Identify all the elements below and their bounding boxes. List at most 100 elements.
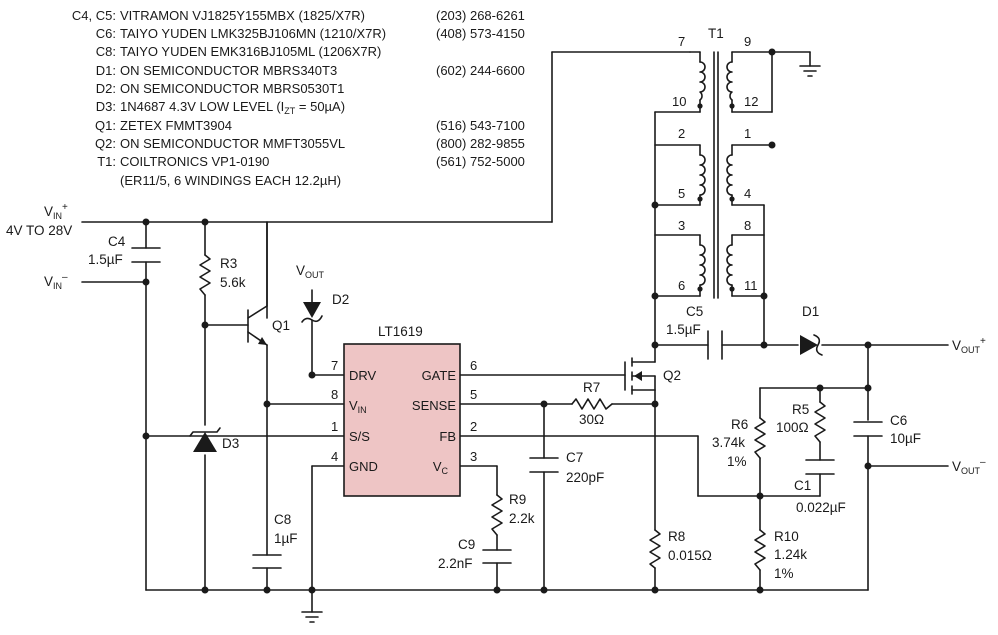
capacitor-c9: C9 2.2nF — [438, 537, 512, 571]
diode-d2: VOUT D2 — [296, 263, 349, 323]
capacitor-c4: C4 1.5µF — [88, 234, 161, 267]
svg-text:1: 1 — [331, 419, 338, 434]
capacitor-c8: C8 1µF — [252, 512, 298, 569]
svg-text:C4: C4 — [108, 234, 126, 249]
transformer-t1: T1 7 9 10 12 2 1 5 4 3 8 6 11 — [672, 26, 758, 299]
svg-text:12: 12 — [744, 94, 758, 109]
bom-ref-6: Q1: — [95, 118, 116, 133]
bom-ref-5: D3: — [96, 99, 116, 114]
svg-text:7: 7 — [678, 34, 685, 49]
svg-text:10: 10 — [672, 94, 686, 109]
bom-part-4: ON SEMICONDUCTOR MBRS0530T1 — [120, 81, 344, 96]
vout-pos-label: VOUT+ — [952, 336, 986, 355]
bom-part-5: 1N4687 4.3V LOW LEVEL (IZT = 50µA) — [120, 99, 345, 116]
svg-text:2.2nF: 2.2nF — [438, 556, 473, 571]
svg-text:1: 1 — [744, 126, 751, 141]
bom-part-9: (ER11/5, 6 WINDINGS EACH 12.2µH) — [120, 173, 341, 188]
resistor-r6: R6 3.74k 1% — [712, 417, 766, 469]
capacitor-c6: C6 10µF — [853, 413, 921, 446]
svg-text:R5: R5 — [792, 402, 809, 417]
svg-text:8: 8 — [331, 387, 338, 402]
resistor-r10: R10 1.24k 1% — [754, 529, 807, 581]
svg-text:4: 4 — [331, 449, 338, 464]
svg-text:D2: D2 — [332, 292, 349, 307]
svg-text:1.5µF: 1.5µF — [666, 322, 701, 337]
svg-text:30Ω: 30Ω — [579, 412, 604, 427]
svg-text:5: 5 — [470, 387, 477, 402]
vout-neg-label: VOUT– — [952, 457, 986, 476]
svg-text:C6: C6 — [890, 413, 907, 428]
svg-text:4: 4 — [744, 186, 751, 201]
svg-text:9: 9 — [744, 34, 751, 49]
capacitor-c7: C7 220pF — [529, 450, 604, 485]
vout-d2-label: VOUT — [296, 263, 325, 280]
bom-part-3: ON SEMICONDUCTOR MBRS340T3 — [120, 63, 337, 78]
svg-text:1%: 1% — [727, 454, 747, 469]
ic-pin-gate: GATE — [422, 368, 457, 383]
svg-text:R9: R9 — [509, 492, 526, 507]
svg-text:2.2k: 2.2k — [509, 511, 535, 526]
mosfet-q2: Q2 — [624, 357, 681, 395]
capacitor-c1: C1 0.022µF — [794, 459, 846, 515]
bom-part-2: TAIYO YUDEN EMK316BJ105ML (1206X7R) — [120, 44, 381, 59]
ic-pin-sense: SENSE — [412, 398, 456, 413]
svg-text:6: 6 — [470, 358, 477, 373]
svg-text:C1: C1 — [794, 478, 811, 493]
ic-pin-ss: S/S — [349, 429, 370, 444]
bom-phone-7: (800) 282-9855 — [436, 136, 525, 151]
vin-neg-label: VIN– — [44, 272, 68, 291]
bom-ref-2: C8: — [96, 44, 116, 59]
bom-ref-1: C6: — [96, 26, 116, 41]
junctions — [142, 48, 872, 594]
ground-symbol-bottom — [301, 611, 323, 623]
resistor-r8: R8 0.015Ω — [649, 529, 712, 569]
bom-phone-8: (561) 752-5000 — [436, 154, 525, 169]
input-labels: VIN+ 4V TO 28V VIN– — [6, 202, 72, 291]
bom-phone-0: (203) 268-6261 — [436, 8, 525, 23]
bom-d3-sub: ZT — [284, 106, 295, 116]
bom-ref-7: Q2: — [95, 136, 116, 151]
bom-part-6: ZETEX FMMT3904 — [120, 118, 232, 133]
bom-phone-1: (408) 573-4150 — [436, 26, 525, 41]
svg-text:R6: R6 — [731, 417, 748, 432]
svg-text:2: 2 — [470, 419, 477, 434]
svg-text:1%: 1% — [774, 566, 794, 581]
svg-text:C9: C9 — [458, 537, 475, 552]
svg-text:1.5µF: 1.5µF — [88, 252, 123, 267]
ic-lt1619: LT1619 DRV VIN S/S GND 7 8 1 4 GATE SENS… — [331, 324, 477, 497]
ic-pin-fb: FB — [439, 429, 456, 444]
svg-text:1.24k: 1.24k — [774, 547, 807, 562]
svg-text:R10: R10 — [774, 529, 799, 544]
svg-text:Q1: Q1 — [272, 318, 290, 333]
bom-d3-tail: = 50µA) — [295, 99, 345, 114]
svg-text:11: 11 — [744, 278, 758, 293]
bom-ref-8: T1: — [97, 154, 116, 169]
zener-d3: D3 — [189, 427, 239, 452]
capacitor-c5: C5 1.5µF — [666, 304, 723, 360]
resistor-r5: R5 100Ω — [776, 401, 826, 443]
transistor-q1: Q1 — [247, 221, 290, 346]
svg-text:8: 8 — [744, 218, 751, 233]
ic-name: LT1619 — [378, 324, 423, 339]
ic-pin-vc: VC — [433, 459, 449, 476]
bom-phone-3: (602) 244-6600 — [436, 63, 525, 78]
resistor-r7: R7 30Ω — [571, 380, 613, 427]
svg-text:7: 7 — [331, 358, 338, 373]
svg-text:5: 5 — [678, 186, 685, 201]
svg-text:3: 3 — [470, 449, 477, 464]
svg-text:2: 2 — [678, 126, 685, 141]
svg-text:Q2: Q2 — [663, 368, 681, 383]
bom-ref-0: C4, C5: — [72, 8, 116, 23]
diode-d1: D1 — [800, 304, 823, 356]
svg-text:R8: R8 — [668, 529, 685, 544]
bom-ref-4: D2: — [96, 81, 116, 96]
ic-pin-drv: DRV — [349, 368, 377, 383]
output-labels: VOUT+ VOUT– — [952, 336, 986, 476]
ic-pin-gnd: GND — [349, 459, 378, 474]
svg-text:3.74k: 3.74k — [712, 435, 745, 450]
resistor-r3: R3 5.6k — [199, 254, 246, 296]
bom-part-0: VITRAMON VJ1825Y155MBX (1825/X7R) — [120, 8, 365, 23]
svg-text:D1: D1 — [802, 304, 819, 319]
svg-text:6: 6 — [678, 278, 685, 293]
